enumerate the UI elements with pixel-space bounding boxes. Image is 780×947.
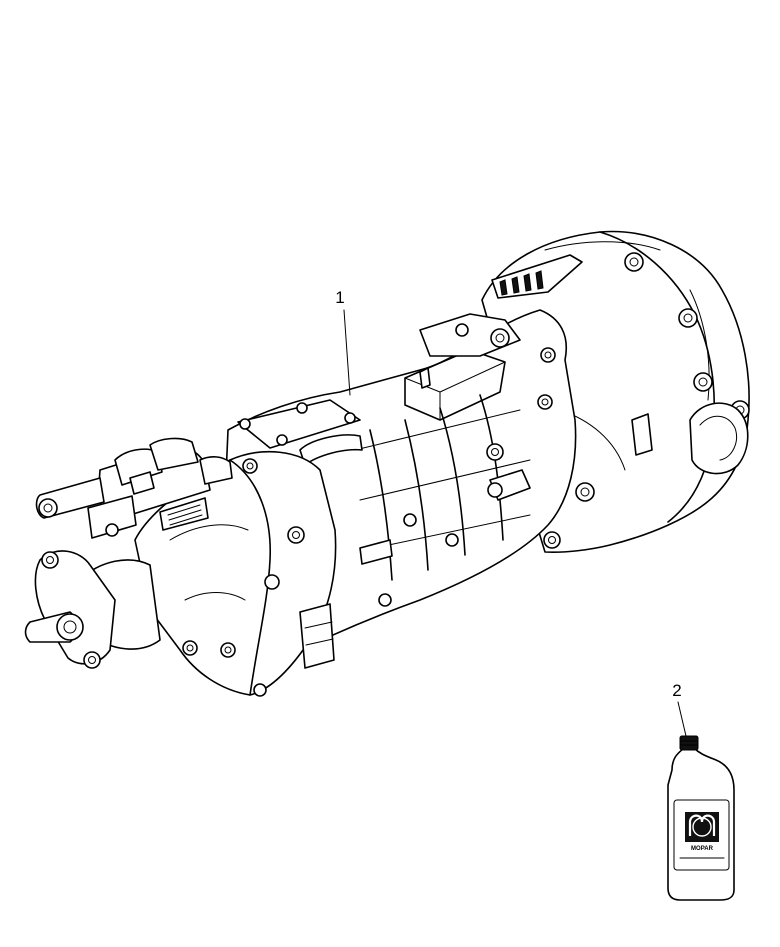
callout-2-leader xyxy=(677,701,687,737)
fluid-bottle[interactable]: MOPAR xyxy=(667,735,735,901)
extension-housing xyxy=(134,450,337,697)
bottle-cap xyxy=(679,735,699,751)
output-flange xyxy=(24,550,161,669)
mopar-logo-text: MOPAR xyxy=(691,846,714,852)
callout-1: 1 xyxy=(335,288,351,396)
mopar-logo: MOPAR xyxy=(685,812,719,852)
callout-2: 2 xyxy=(672,681,687,737)
transmission-assembly[interactable] xyxy=(24,230,750,697)
callout-1-label: 1 xyxy=(335,288,344,307)
callout-2-label: 2 xyxy=(672,681,681,700)
shift-actuator xyxy=(35,437,233,539)
callout-1-leader xyxy=(343,309,351,396)
vent-grille xyxy=(491,254,583,299)
